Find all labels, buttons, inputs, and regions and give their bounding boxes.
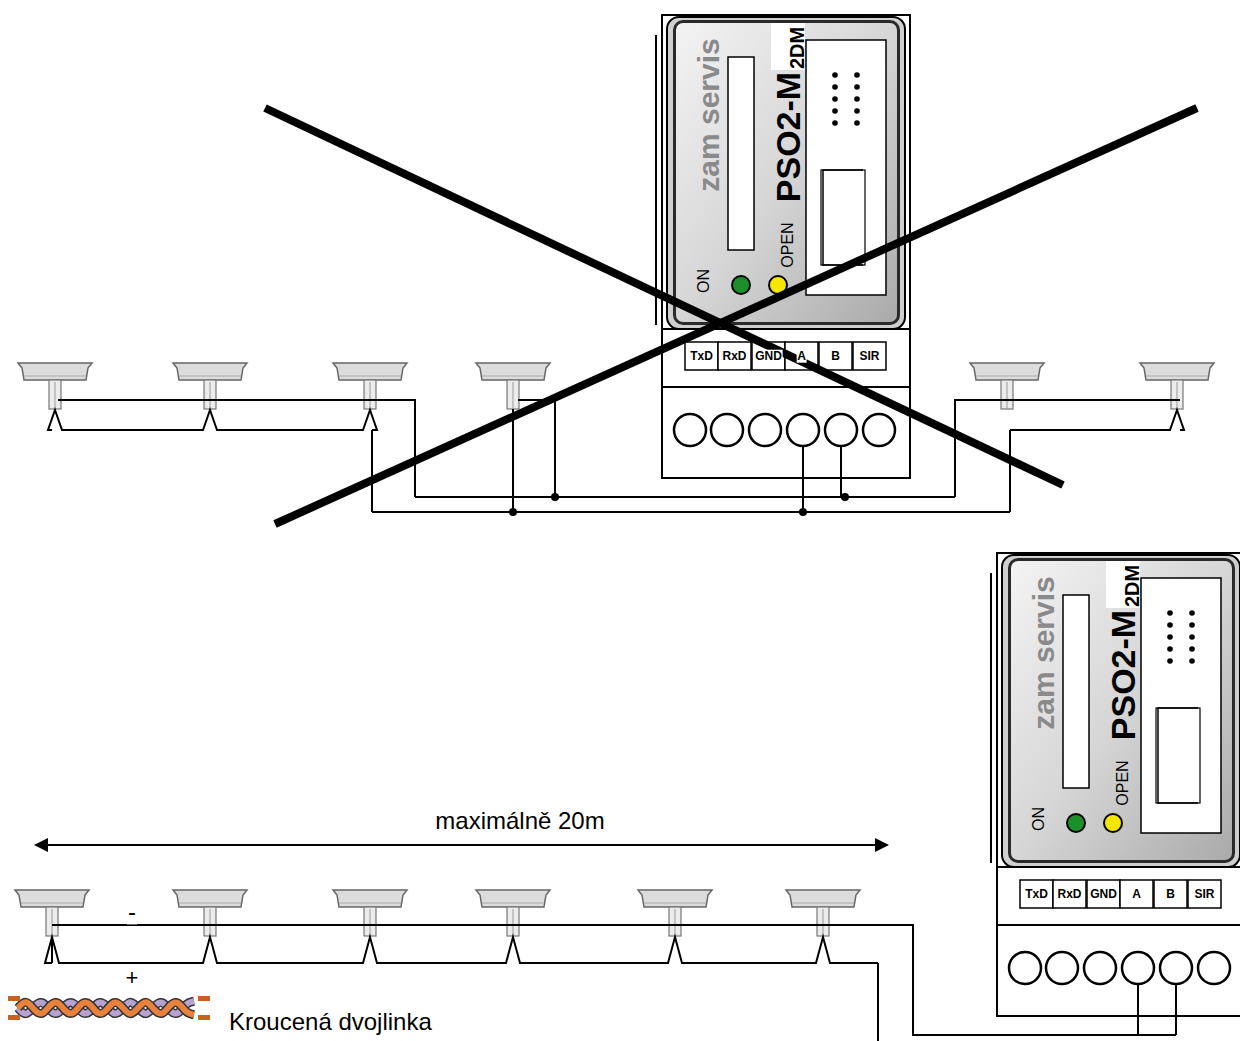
dimension-label: maximálně 20m [434, 808, 605, 833]
terminal-label: RxD [721, 350, 747, 363]
detector [970, 363, 1044, 409]
detector [1140, 363, 1214, 409]
led-label: ON [1031, 807, 1047, 831]
terminal-label: TxD [1024, 888, 1049, 901]
detector [18, 363, 92, 409]
detector [638, 890, 712, 936]
module-front-panel: zam servis PSO2-M 2DM ON OPEN [673, 20, 900, 325]
terminal-label: A [796, 350, 807, 363]
model-suffix: 2DM [787, 27, 807, 69]
polarity-mark: + [125, 966, 140, 989]
terminal-label: TxD [689, 350, 714, 363]
terminal-label: B [830, 350, 841, 363]
brand-text: zam servis [694, 38, 724, 191]
detector [333, 363, 407, 409]
detector [173, 363, 247, 409]
terminal-label: SIR [858, 350, 880, 363]
module-housing [656, 15, 910, 478]
led-label: OPEN [1115, 760, 1131, 805]
terminal-label: RxD [1056, 888, 1082, 901]
model-suffix: 2DM [1122, 565, 1142, 607]
terminal-label: GND [1089, 888, 1118, 901]
polarity-mark: - [127, 899, 137, 924]
twisted-pair-icon [8, 996, 210, 1020]
terminal-label: SIR [1193, 888, 1215, 901]
terminal-label: GND [754, 350, 783, 363]
led-label: OPEN [780, 222, 796, 267]
cable-label: Kroucená dvojlinka [228, 1009, 433, 1034]
module-front-panel: zam servis PSO2-M 2DM ON OPEN [1008, 558, 1235, 863]
detector [476, 890, 550, 936]
led-label: ON [696, 269, 712, 293]
model-name: PSO2-M [1106, 610, 1140, 740]
module-housing [991, 553, 1240, 1016]
detector [476, 363, 550, 409]
model-name: PSO2-M [771, 72, 805, 202]
terminal-label: A [1131, 888, 1142, 901]
detector [333, 890, 407, 936]
detector [173, 890, 247, 936]
detector [786, 890, 860, 936]
detector [15, 890, 89, 936]
terminal-label: B [1165, 888, 1176, 901]
brand-text: zam servis [1029, 576, 1059, 729]
